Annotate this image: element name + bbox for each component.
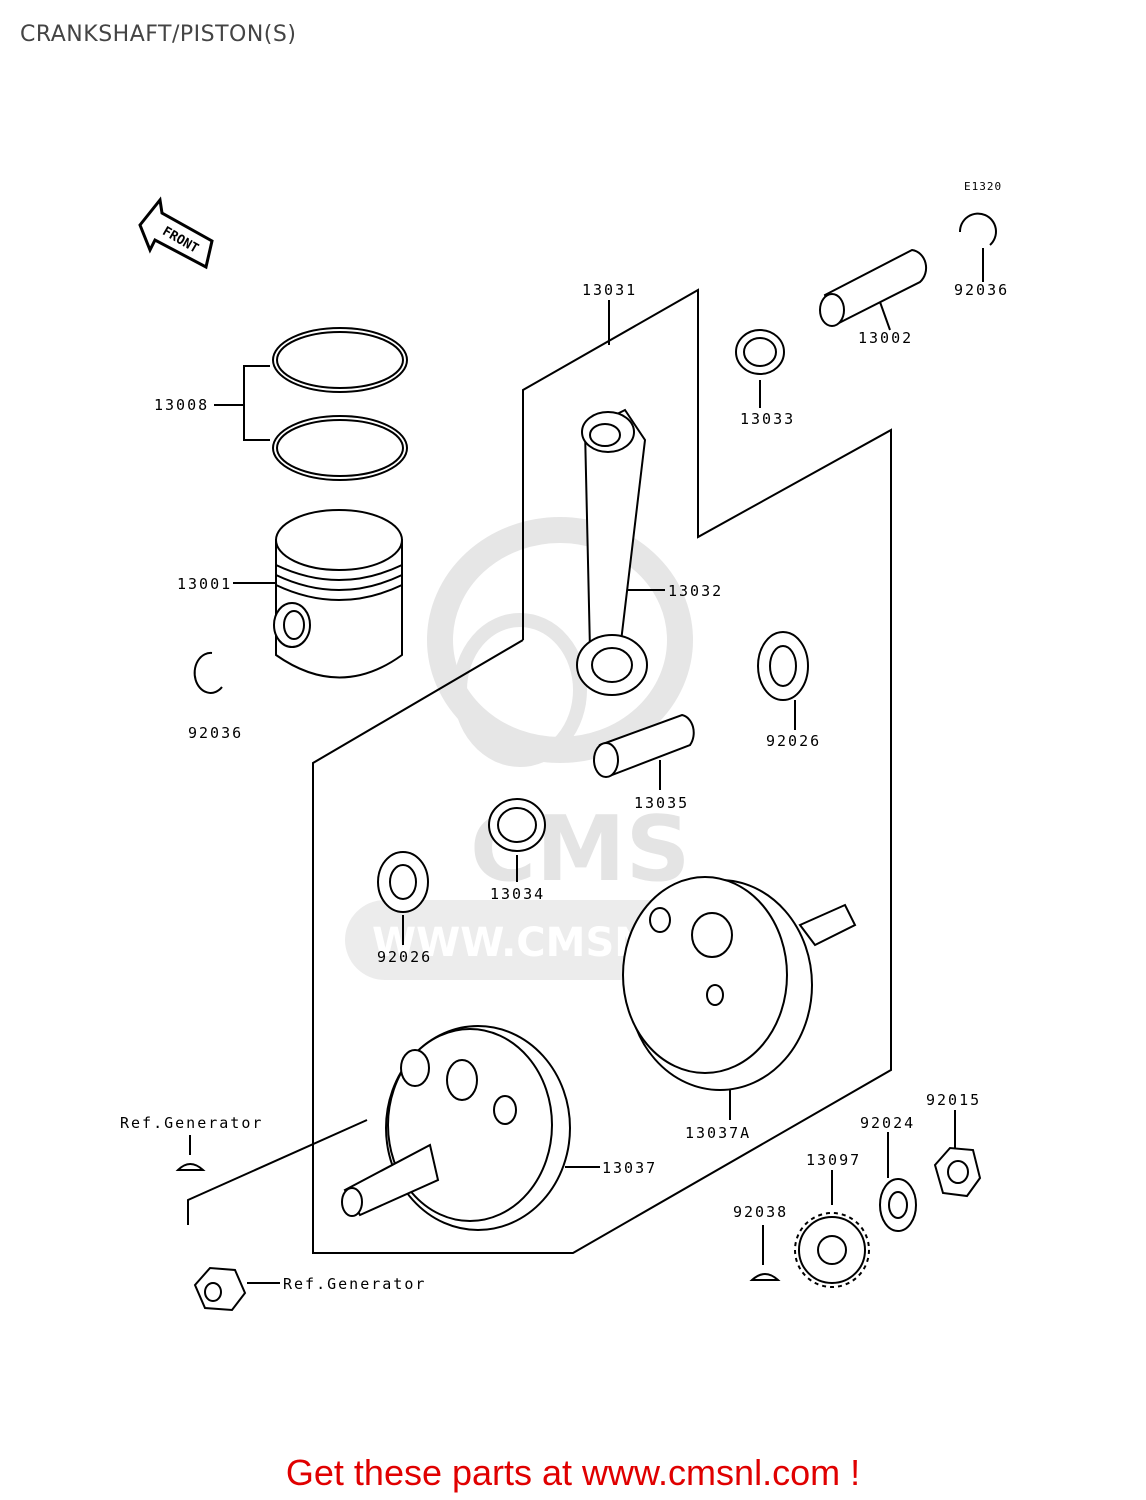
page-title: CRANKSHAFT/PISTON(S) — [20, 22, 297, 47]
label-13032: 13032 — [668, 582, 723, 600]
generator-nut — [193, 1266, 280, 1312]
label-13008: 13008 — [154, 396, 209, 414]
piston-pin — [819, 248, 928, 331]
crank-nut — [933, 1110, 982, 1198]
label-92026-right: 92026 — [766, 732, 821, 750]
crank-gear — [794, 1170, 870, 1288]
label-92036-left: 92036 — [188, 724, 243, 742]
circlip-left — [193, 651, 223, 694]
crank-assembly-bracket — [312, 288, 892, 1254]
label-13097: 13097 — [806, 1151, 861, 1169]
crankshaft-left-half — [187, 1025, 600, 1231]
piston-rings — [214, 327, 408, 481]
connecting-rod — [576, 408, 665, 696]
label-ref-generator-top: Ref.Generator — [120, 1114, 263, 1132]
crank-pin — [593, 713, 695, 790]
label-13002: 13002 — [858, 329, 913, 347]
label-13033: 13033 — [740, 410, 795, 428]
woodruff-key-left — [175, 1135, 206, 1171]
diagram-code: E1320 — [964, 180, 1002, 193]
label-92038: 92038 — [733, 1203, 788, 1221]
label-92015: 92015 — [926, 1091, 981, 1109]
label-13037: 13037 — [602, 1159, 657, 1177]
label-92036-top: 92036 — [954, 281, 1009, 299]
label-13001: 13001 — [177, 575, 232, 593]
front-arrow-icon: FRONT — [138, 196, 214, 270]
label-13031: 13031 — [582, 281, 637, 299]
thrust-washer-left — [377, 851, 429, 945]
needle-bearing-bottom — [488, 798, 546, 882]
lock-washer — [879, 1132, 917, 1232]
thrust-washer-right — [757, 631, 809, 730]
woodruff-key-right — [749, 1225, 781, 1281]
label-92026-left: 92026 — [377, 948, 432, 966]
footer-link[interactable]: Get these parts at www.cmsnl.com ! — [285, 1452, 861, 1493]
crankshaft-right-half — [622, 876, 857, 1120]
piston — [233, 509, 403, 679]
label-13037A: 13037A — [685, 1124, 751, 1142]
circlip-top — [958, 212, 997, 282]
label-92024: 92024 — [860, 1114, 915, 1132]
label-13034: 13034 — [490, 885, 545, 903]
needle-bearing-top — [735, 329, 785, 408]
label-13035: 13035 — [634, 794, 689, 812]
label-ref-generator-bottom: Ref.Generator — [283, 1275, 426, 1293]
